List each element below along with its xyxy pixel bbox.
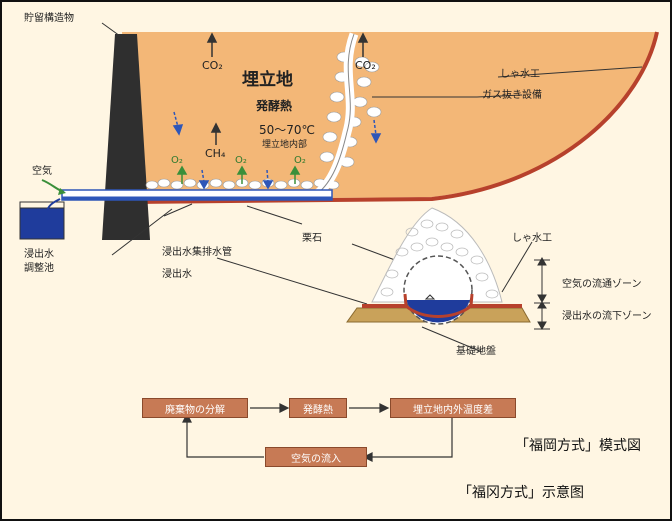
label-gas-vent: ガス抜き設備 <box>482 90 542 101</box>
label-leachate-zone: 浸出水の流下ゾーン <box>562 311 652 322</box>
label-fermentation-heat: 発酵熱 <box>256 99 293 113</box>
outflow-arrow <box>46 198 61 211</box>
label-co2-right: CO₂ <box>355 59 376 72</box>
landfill-body <box>122 32 657 200</box>
label-foundation: 基礎地盤 <box>456 346 496 357</box>
label-o2-1: O₂ <box>171 155 183 166</box>
adjustment-pond <box>19 206 65 240</box>
label-liner-2: しゃ水工 <box>512 233 552 244</box>
flow-air-inflow: 空気の流入 <box>265 447 367 467</box>
label-o2-3: O₂ <box>294 155 306 166</box>
label-ch4: CH₄ <box>205 147 226 160</box>
flow-arrows <box>182 403 453 462</box>
flow-temp-diff: 埋立地内外温度差 <box>390 398 516 418</box>
label-leachate-pond: 浸出水 調整池 <box>24 249 54 274</box>
label-landfill: 埋立地 <box>242 70 293 90</box>
label-collection-pipe: 浸出水集排水管 <box>162 247 232 258</box>
label-leachate: 浸出水 <box>162 269 192 280</box>
o2-arrows <box>176 165 301 184</box>
leachate-arrows <box>172 111 382 190</box>
label-liner: しゃ水工 <box>500 69 540 80</box>
label-co2-left: CO₂ <box>202 59 223 72</box>
label-temperature: 50～70℃ <box>259 123 316 137</box>
caption-chinese: 「福冈方式」示意图 <box>458 485 584 501</box>
liner-line <box>131 31 659 204</box>
storage-wall <box>102 34 150 240</box>
label-o2-2: O₂ <box>235 155 247 166</box>
label-gravel: 栗石 <box>302 233 322 244</box>
zone-brackets <box>534 256 550 331</box>
caption-japanese: 「福岡方式」模式図 <box>515 438 641 454</box>
label-storage-structure: 貯留構造物 <box>24 13 74 24</box>
label-landfill-inside: 埋立地内部 <box>262 140 308 150</box>
label-air: 空気 <box>32 166 52 177</box>
leachate-pipe <box>61 189 333 201</box>
gas-arrows <box>206 32 369 145</box>
label-air-zone: 空気の流通ゾーン <box>562 279 642 290</box>
flow-decomposition: 廃棄物の分解 <box>142 398 248 418</box>
flow-heat: 発酵熱 <box>289 398 347 418</box>
